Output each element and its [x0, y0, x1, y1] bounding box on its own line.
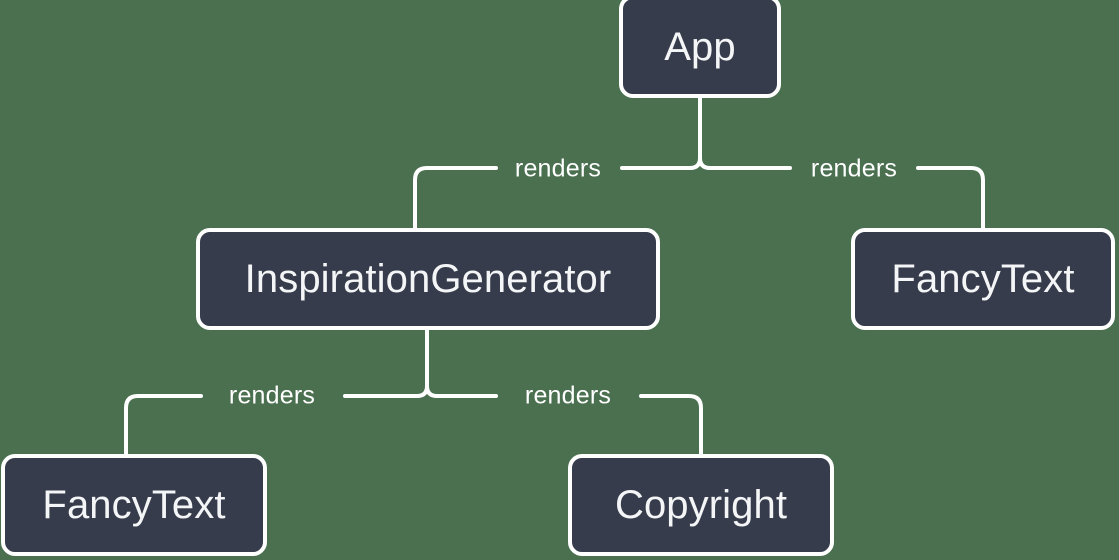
node-copyright-label: Copyright [614, 483, 788, 527]
node-fancytext-bottom-label: FancyText [42, 483, 226, 527]
node-fancytext-bottom[interactable]: FancyText [1, 454, 267, 556]
node-app[interactable]: App [619, 0, 781, 98]
edge-app-to-fancytext-tail [916, 166, 985, 230]
edge-inspiration-to-fancytext-tail [124, 394, 203, 456]
node-inspiration-generator-label: InspirationGenerator [244, 257, 612, 301]
edge-app-stem [698, 96, 712, 170]
edge-app-to-inspiration-tail [413, 166, 498, 230]
edge-inspiration-stem [425, 328, 439, 398]
edge-inspiration-to-copyright-tail [639, 394, 703, 456]
node-inspiration-generator[interactable]: InspirationGenerator [196, 228, 660, 330]
edge-label-app-to-fancytext: renders [810, 154, 898, 183]
node-fancytext-right[interactable]: FancyText [851, 228, 1115, 330]
edge-label-inspiration-generator-to-fancytext: renders [228, 381, 316, 410]
edge-label-inspiration-generator-to-copyright: renders [524, 381, 612, 410]
edge-app-junction-left [688, 156, 702, 170]
node-copyright[interactable]: Copyright [568, 454, 834, 556]
node-fancytext-right-label: FancyText [891, 257, 1075, 301]
edge-inspiration-junction-left [415, 384, 429, 398]
node-app-label: App [664, 24, 736, 69]
edge-label-app-to-inspiration-generator: renders [514, 154, 602, 183]
